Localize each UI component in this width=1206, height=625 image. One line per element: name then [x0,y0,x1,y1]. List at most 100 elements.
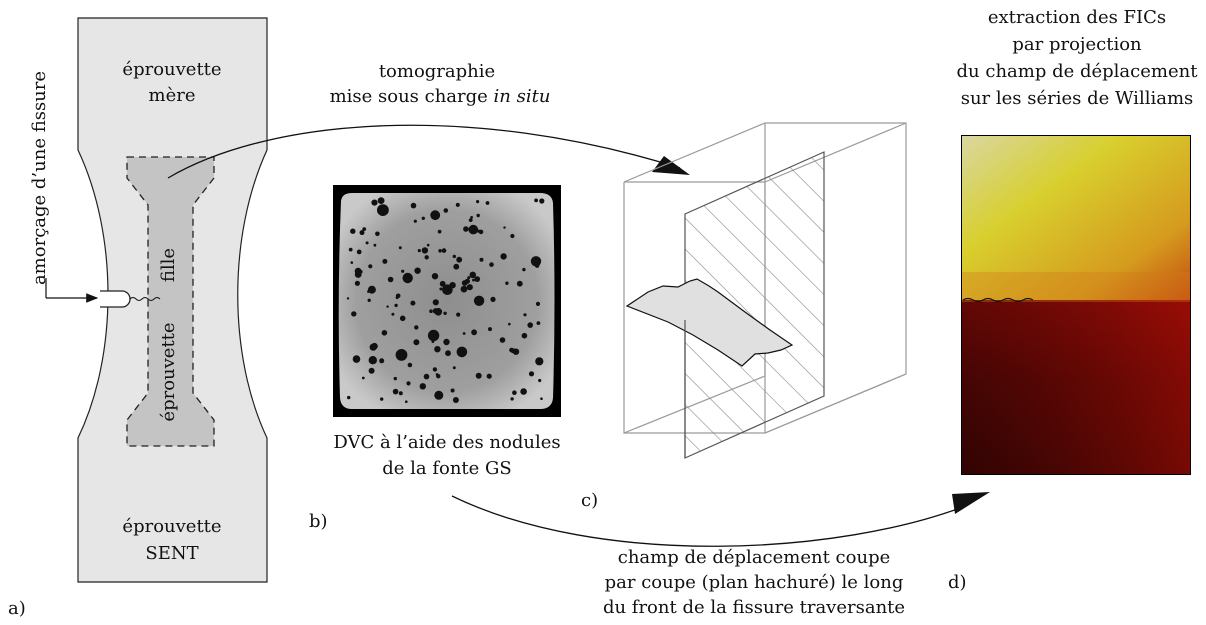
nodule [486,373,492,379]
nodule [371,199,378,206]
nodule [359,230,365,236]
panel-c-caption-line3: du front de la fissure traversante [603,597,905,618]
nodule [398,391,403,396]
displacement-field-map [961,135,1191,475]
displacement-arrow-head [952,492,990,514]
nodule [452,254,456,259]
nodule [414,325,419,330]
nodule [368,356,377,365]
nodule [535,357,544,366]
nodule [377,204,389,217]
nodule [485,201,490,205]
nodule [489,262,494,267]
nodule [463,226,469,232]
nodule [414,267,421,274]
panel-d: extraction des FICs par projection du ch… [948,7,1198,593]
nodule [505,281,509,285]
nodule [467,276,471,280]
nodule [530,256,542,267]
nodule [387,276,394,283]
nodule [375,231,380,237]
nodule [437,229,442,234]
tomography-arrow [167,124,681,179]
nodule [508,322,511,326]
nodule [539,198,545,204]
nodule [527,322,533,328]
panel-b: DVC à l’aide des nodules de la fonte GS … [309,185,561,532]
nodule [430,210,441,221]
nodule [395,349,408,361]
nodule [421,247,429,254]
nodule [488,327,492,332]
nodule [347,395,351,400]
mother-top-line2: mère [149,85,196,106]
nodule [350,228,356,234]
nodule [354,267,362,275]
nodule [413,339,420,346]
panel-d-caption-line1: extraction des FICs [988,7,1166,28]
nodule [500,253,507,260]
dvc-caption-line2: de la fonte GS [382,458,512,479]
nodule [432,367,438,372]
mother-top-line1: éprouvette [122,59,221,80]
nodule [469,271,477,279]
nodule [423,373,430,380]
nodule [356,249,362,255]
nodule [476,200,480,204]
tomography-arrow-head [652,156,690,175]
mother-bottom-line1: éprouvette [122,516,221,537]
nodule [367,298,371,302]
notch [100,290,131,308]
nodule [401,269,405,273]
nodule [371,342,378,350]
nodule [406,381,411,386]
nodule [468,224,479,235]
nodule [379,358,385,364]
nodule [476,213,480,218]
displacement-arrow [451,495,969,547]
nodule [456,256,463,263]
nodule [464,278,470,284]
nodule [362,227,367,232]
nodule [456,346,468,358]
nodule [490,296,496,302]
mother-bottom-line2: SENT [145,543,198,564]
panel-d-caption-line3: du champ de déplacement [957,61,1199,82]
nodule [445,350,451,357]
nodule [439,280,446,287]
nodule [442,284,453,296]
box-bottom-edge [764,373,907,434]
nodule [386,305,389,308]
nodule [435,373,439,376]
nodule [399,315,406,322]
panel-c-label: c) [581,490,598,511]
nodule [470,216,473,219]
nodule [473,295,485,306]
nodule [441,248,447,253]
nodule [354,280,360,286]
panel-d-label: d) [948,572,967,593]
crack-surface [625,278,794,367]
nodule [429,309,433,314]
nodule [460,285,468,293]
nodule [453,263,460,270]
nodule [450,388,455,393]
panel-b-label: b) [309,511,328,532]
nodule [443,338,450,346]
nodule [443,311,447,315]
nodule [432,308,439,314]
nodule [393,376,397,381]
nodule [479,257,484,262]
nodule [512,390,517,396]
tomography-label: tomographie [379,61,495,82]
nodule [535,301,541,306]
panel-a: amorçage d’une fissure éprouvette mère f… [8,17,268,619]
nodule [523,313,527,317]
nodule [510,348,516,354]
nodule [471,329,477,336]
nodule [468,218,473,223]
nodule [503,226,506,229]
panel-a-label: a) [8,598,26,619]
nodule [434,390,444,400]
nodule [452,366,456,370]
